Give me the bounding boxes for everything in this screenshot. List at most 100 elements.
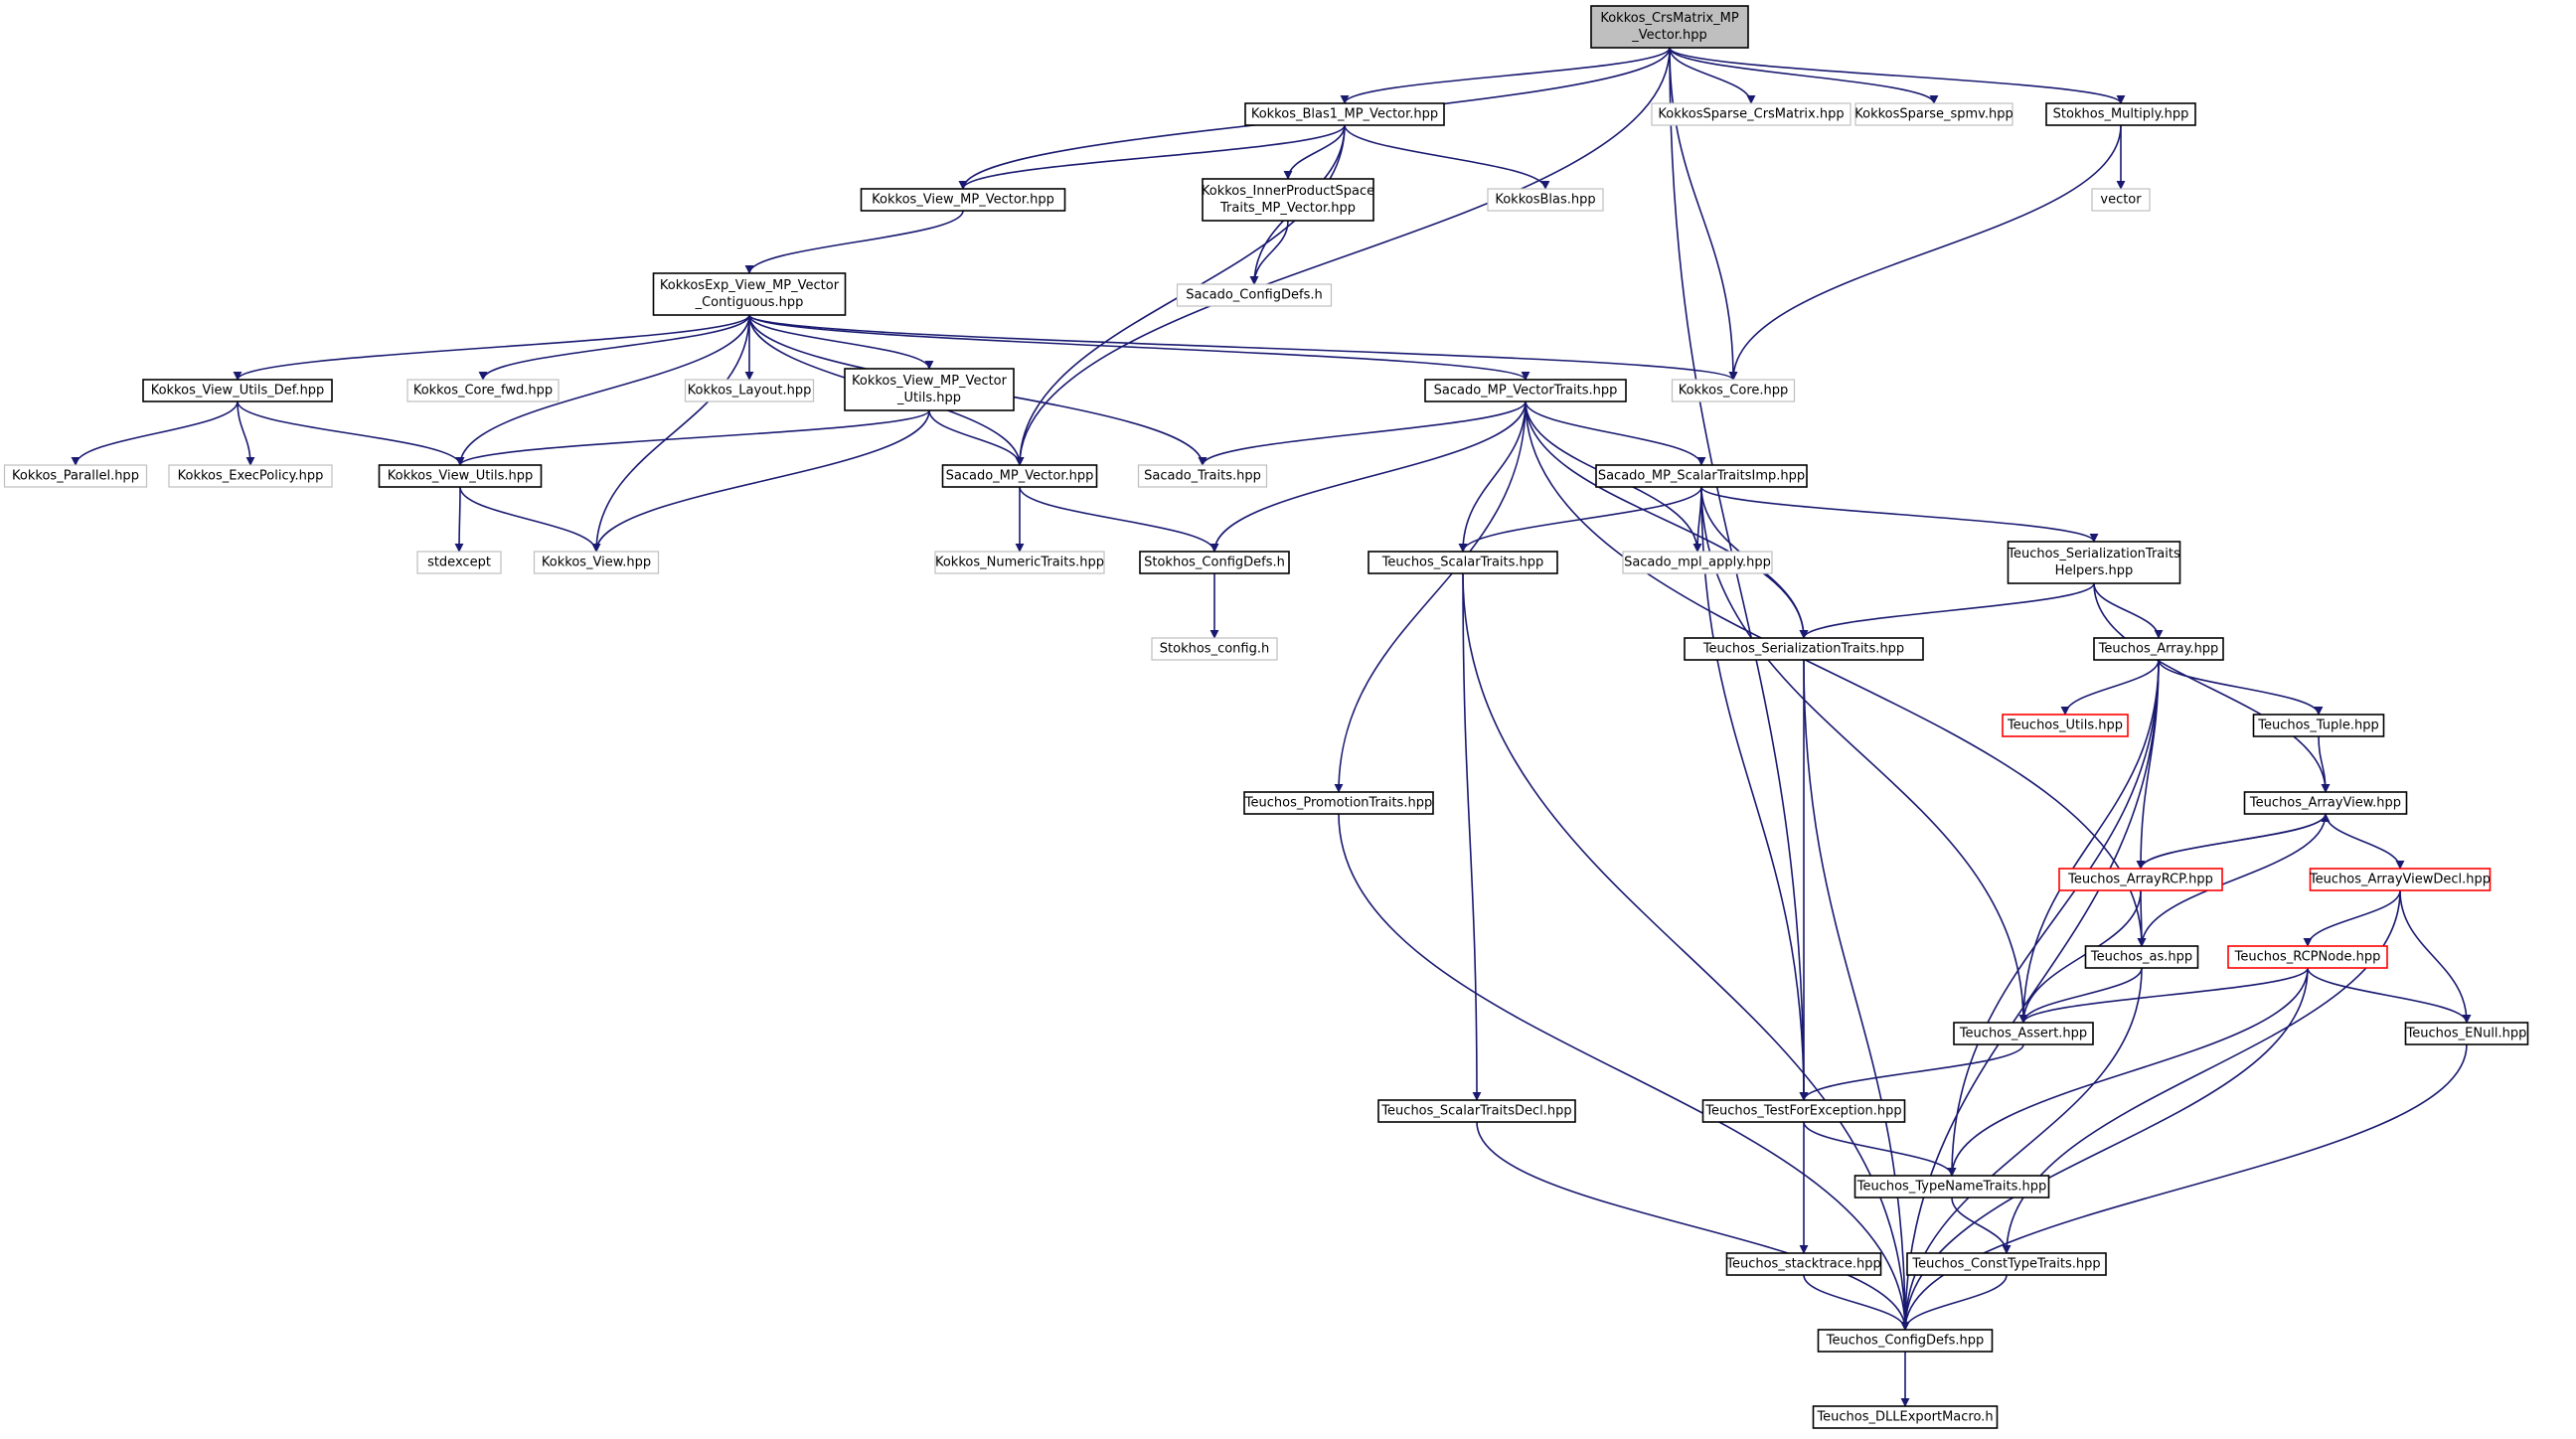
node-smpvt[interactable]: Sacado_MP_VectorTraits.hpp xyxy=(1424,379,1627,402)
edge-tarcp-to-tas xyxy=(2137,889,2147,947)
edge-ttn-to-tctt xyxy=(1951,1197,2012,1254)
node-label: Teuchos_Assert.hpp xyxy=(1959,1027,2087,1041)
node-label: Teuchos_ENull.hpp xyxy=(2406,1027,2527,1041)
edge-trcpn-to-tenull xyxy=(2307,967,2472,1024)
node-label: Kokkos_View.hpp xyxy=(542,556,651,570)
node-tpromo[interactable]: Teuchos_PromotionTraits.hpp xyxy=(1243,791,1434,815)
node-sacCfg: Sacado_ConfigDefs.h xyxy=(1176,283,1333,307)
node-box xyxy=(2252,714,2385,737)
node-kpar: Kokkos_Parallel.hpp xyxy=(3,464,148,488)
node-kvu[interactable]: Kokkos_View_Utils.hpp xyxy=(378,464,543,488)
node-box xyxy=(1817,1329,1994,1353)
node-ttuple[interactable]: Teuchos_Tuple.hpp xyxy=(2252,714,2385,737)
node-box xyxy=(652,272,847,316)
node-label: Teuchos_ArrayView.hpp xyxy=(2249,796,2401,811)
node-label: Teuchos_Array.hpp xyxy=(2098,642,2219,657)
node-innerProd[interactable]: Kokkos_InnerProductSpaceTraits_MP_Vector… xyxy=(1202,178,1374,222)
edge-smpvt-to-smpst xyxy=(1525,400,1706,466)
node-box xyxy=(1701,1099,1906,1123)
node-smpv[interactable]: Sacado_MP_Vector.hpp xyxy=(941,464,1098,488)
node-tavd[interactable]: Teuchos_ArrayViewDecl.hpp xyxy=(2309,868,2492,891)
node-ttn[interactable]: Teuchos_TypeNameTraits.hpp xyxy=(1853,1175,2050,1199)
node-knt: Kokkos_NumericTraits.hpp xyxy=(934,551,1105,574)
edge-tarr-to-ttuple xyxy=(2158,659,2324,716)
node-kvmpu[interactable]: Kokkos_View_MP_Vector_Utils.hpp xyxy=(844,368,1015,411)
node-label: _Utils.hpp xyxy=(896,391,961,405)
node-box xyxy=(1137,464,1268,488)
edge-tassert-to-ttfe xyxy=(1799,1043,2024,1101)
node-tstack[interactable]: Teuchos_stacktrace.hpp xyxy=(1725,1252,1882,1276)
node-label: Traits_MP_Vector.hpp xyxy=(1219,201,1356,216)
node-label: Teuchos_ArrayViewDecl.hpp xyxy=(2309,873,2491,887)
node-tav[interactable]: Teuchos_ArrayView.hpp xyxy=(2243,791,2408,815)
edge-root-to-smpv xyxy=(1015,47,1671,466)
node-tcfg[interactable]: Teuchos_ConfigDefs.hpp xyxy=(1817,1329,1994,1353)
node-stokConf: Stokhos_config.h xyxy=(1151,637,1278,661)
node-tdll[interactable]: Teuchos_DLLExportMacro.h xyxy=(1812,1405,1999,1429)
node-box xyxy=(2007,541,2181,584)
node-box xyxy=(1671,379,1796,402)
node-tas[interactable]: Teuchos_as.hpp xyxy=(2084,945,2199,969)
node-tarr[interactable]: Teuchos_Array.hpp xyxy=(2093,637,2224,661)
node-box xyxy=(2084,945,2199,969)
node-kvmp[interactable]: Kokkos_View_MP_Vector.hpp xyxy=(860,188,1066,212)
node-kcore: Kokkos_Core.hpp xyxy=(1671,379,1796,402)
node-box xyxy=(3,464,148,488)
node-stokCfg[interactable]: Stokhos_ConfigDefs.h xyxy=(1139,551,1290,574)
edge-tpromo-to-tcfg xyxy=(1338,813,1910,1331)
node-label: Teuchos_SerializationTraits.hpp xyxy=(1702,642,1904,657)
node-label: Teuchos_RCPNode.hpp xyxy=(2234,950,2381,965)
node-stokMult[interactable]: Stokhos_Multiply.hpp xyxy=(2045,102,2196,126)
edge-smpst-to-tassert xyxy=(1700,486,2028,1024)
node-label: Teuchos_Utils.hpp xyxy=(2007,719,2123,733)
node-kokBlas: KokkosBlas.hpp xyxy=(1487,188,1604,212)
node-label: Kokkos_Core_fwd.hpp xyxy=(413,384,553,399)
node-box xyxy=(142,379,333,402)
node-tenull[interactable]: Teuchos_ENull.hpp xyxy=(2404,1022,2529,1045)
edge-smpvt-to-tser xyxy=(1525,400,1809,639)
node-kexp[interactable]: KokkosExp_View_MP_Vector _Contiguous.hpp xyxy=(652,272,847,316)
node-trcpn[interactable]: Teuchos_RCPNode.hpp xyxy=(2227,945,2388,969)
node-label: Teuchos_stacktrace.hpp xyxy=(1725,1257,1881,1272)
node-kvud[interactable]: Kokkos_View_Utils_Def.hpp xyxy=(142,379,333,402)
node-root[interactable]: Kokkos_CrsMatrix_MP_Vector.hpp xyxy=(1590,5,1749,49)
edge-blas1-to-innerProd xyxy=(1283,124,1346,180)
edge-tsth-to-tarr xyxy=(2093,582,2164,639)
node-tstd[interactable]: Teuchos_ScalarTraitsDecl.hpp xyxy=(1377,1099,1576,1123)
node-tutils[interactable]: Teuchos_Utils.hpp xyxy=(2002,714,2129,737)
edge-kexp-to-smpvt xyxy=(748,314,1530,381)
node-tst[interactable]: Teuchos_ScalarTraits.hpp xyxy=(1368,551,1558,574)
node-tassert[interactable]: Teuchos_Assert.hpp xyxy=(1953,1022,2094,1045)
node-sTraits: Sacado_Traits.hpp xyxy=(1137,464,1268,488)
node-box xyxy=(1243,791,1434,815)
node-box xyxy=(1151,637,1278,661)
node-box xyxy=(1622,551,1773,574)
edge-blas1-to-kvmp xyxy=(958,124,1346,190)
node-smpst[interactable]: Sacado_MP_ScalarTraitsImp.hpp xyxy=(1595,464,1808,488)
node-tarcp[interactable]: Teuchos_ArrayRCP.hpp xyxy=(2058,868,2223,891)
node-ksSpmv: KokkosSparse_spmv.hpp xyxy=(1854,102,2013,126)
node-label: Kokkos_ExecPolicy.hpp xyxy=(178,469,324,484)
edge-kexp-to-kview xyxy=(591,314,750,553)
node-label: KokkosExp_View_MP_Vector xyxy=(660,278,840,293)
node-box xyxy=(684,379,815,402)
edge-tavd-to-tenull xyxy=(2399,889,2472,1024)
node-box xyxy=(1906,1252,2107,1276)
node-box xyxy=(1812,1405,1999,1429)
node-box xyxy=(1202,178,1374,222)
node-ttfe[interactable]: Teuchos_TestForException.hpp xyxy=(1701,1099,1906,1123)
node-label: Kokkos_Parallel.hpp xyxy=(12,469,139,484)
node-box xyxy=(1176,283,1333,307)
node-label: _Contiguous.hpp xyxy=(695,295,804,310)
node-box xyxy=(378,464,543,488)
node-label: Kokkos_Blas1_MP_Vector.hpp xyxy=(1251,107,1438,122)
edge-smpst-to-tst xyxy=(1458,486,1702,553)
node-tctt[interactable]: Teuchos_ConstTypeTraits.hpp xyxy=(1906,1252,2107,1276)
edge-kvu-to-kview xyxy=(459,486,601,553)
node-label: Kokkos_Layout.hpp xyxy=(688,384,812,399)
node-box xyxy=(860,188,1066,212)
node-tser[interactable]: Teuchos_SerializationTraits.hpp xyxy=(1684,637,1924,661)
node-blas1[interactable]: Kokkos_Blas1_MP_Vector.hpp xyxy=(1244,102,1445,126)
